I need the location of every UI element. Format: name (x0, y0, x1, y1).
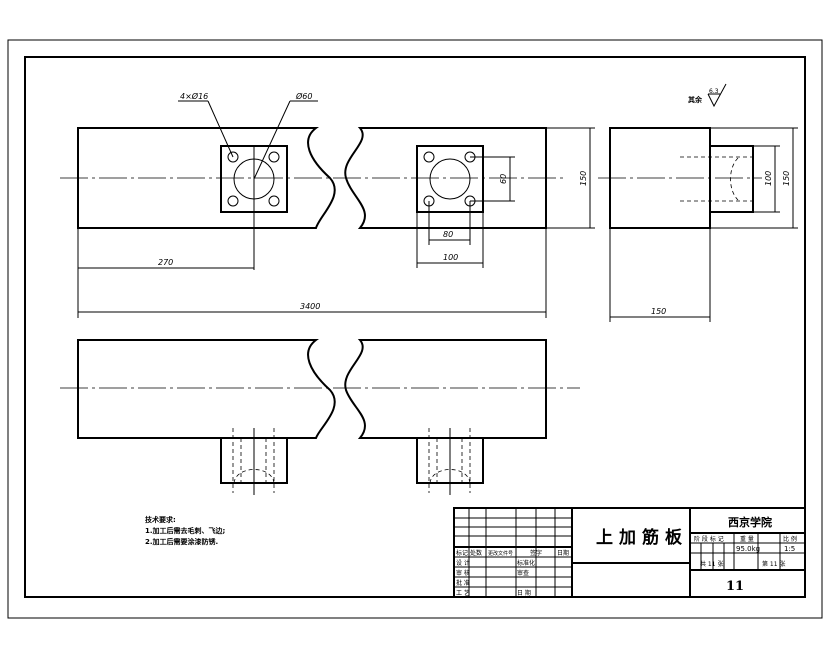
tb-sheet-of: 第 11 张 (762, 560, 785, 568)
tb-scale-label: 比 例 (783, 535, 797, 543)
tb-std: 标准化 (517, 559, 535, 567)
side-view (598, 127, 798, 322)
tb-scale: 1:5 (784, 545, 795, 553)
tb-count: 处数 (470, 549, 482, 557)
roughness-symbol (707, 83, 727, 108)
tb-weight-label: 重 量 (740, 535, 754, 543)
dim-60: 60 (499, 174, 508, 184)
dim-150-side: 150 (782, 171, 791, 186)
dim-100: 100 (443, 253, 458, 262)
notes-line1: 1.加工后需去毛刺、飞边; (145, 526, 226, 535)
drawing-title: 上加筋板 (596, 527, 688, 548)
dim-270: 270 (158, 258, 173, 267)
front-view (60, 100, 595, 318)
tb-date-label: 日 期 (517, 589, 531, 597)
notes-heading: 技术要求: (145, 515, 176, 524)
top-view (60, 339, 580, 495)
sheet-number: 11 (726, 579, 744, 594)
inner-frame (24, 56, 806, 598)
outer-frame (7, 39, 823, 619)
right-flange-plate (416, 145, 484, 213)
tb-weight: 95.0kg (736, 545, 760, 553)
tb-total-sheets: 共 11 张 (700, 560, 723, 568)
tb-sign: 签字 (530, 549, 542, 557)
dim-100-side: 100 (764, 171, 773, 186)
tb-process: 工 艺 (456, 589, 470, 597)
roughness-label: 其余 (688, 95, 703, 104)
roughness-value: 6.3 (709, 88, 719, 95)
title-block (453, 507, 806, 598)
notes-line2: 2.加工后需要涂漆防锈. (145, 537, 218, 546)
tb-std-check: 审查 (517, 569, 529, 577)
tb-mark: 标记 (456, 549, 468, 557)
dim-80: 80 (443, 230, 453, 239)
dim-150-front: 150 (579, 171, 588, 186)
dim-150-side-width: 150 (651, 307, 666, 316)
bore-callout: Ø60 (295, 91, 312, 101)
school-name: 西京学院 (728, 515, 772, 529)
dim-3400: 3400 (300, 302, 320, 311)
tb-file: 更改文件号 (488, 550, 513, 557)
holes-callout: 4×Ø16 (180, 91, 208, 101)
tb-approver: 批 准 (456, 579, 470, 587)
tb-date: 日期 (557, 549, 569, 557)
tb-checker: 审 核 (456, 569, 470, 577)
tb-designer: 设 计 (456, 559, 470, 567)
tb-stage: 阶 段 标 记 (694, 535, 724, 543)
